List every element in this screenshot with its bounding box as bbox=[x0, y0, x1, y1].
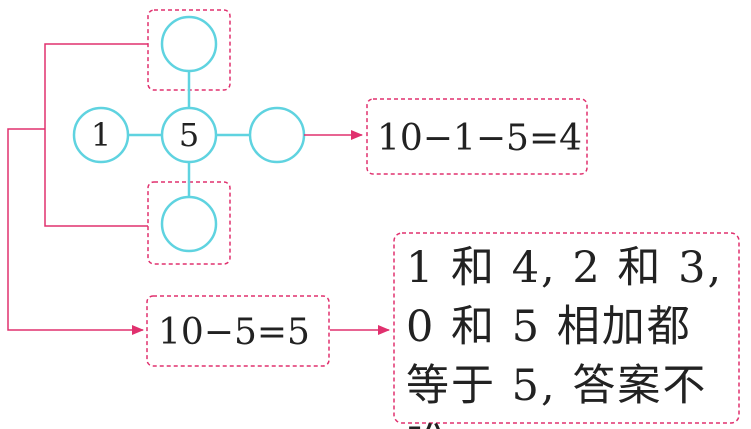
result-formula: 10−1−5=4 bbox=[377, 118, 582, 159]
bracket-lines bbox=[7, 43, 390, 335]
bottom-formula-box bbox=[146, 295, 330, 367]
right-empty-circle bbox=[248, 106, 306, 164]
circle-connectors bbox=[128, 71, 250, 198]
explanation-box bbox=[393, 232, 740, 424]
result-box bbox=[366, 98, 588, 175]
top-empty-circle bbox=[160, 15, 218, 73]
left-number: 1 bbox=[91, 116, 111, 154]
bottom-formula: 10−5=5 bbox=[158, 312, 310, 353]
center-number-circle bbox=[160, 106, 218, 164]
bottom-empty-circle bbox=[160, 195, 218, 253]
center-number: 5 bbox=[179, 116, 199, 154]
left-number-circle bbox=[72, 106, 130, 164]
explanation-text: 1 和 4, 2 和 3, 0 和 5 相加都等于 5, 答案不唯一。 bbox=[406, 243, 724, 429]
